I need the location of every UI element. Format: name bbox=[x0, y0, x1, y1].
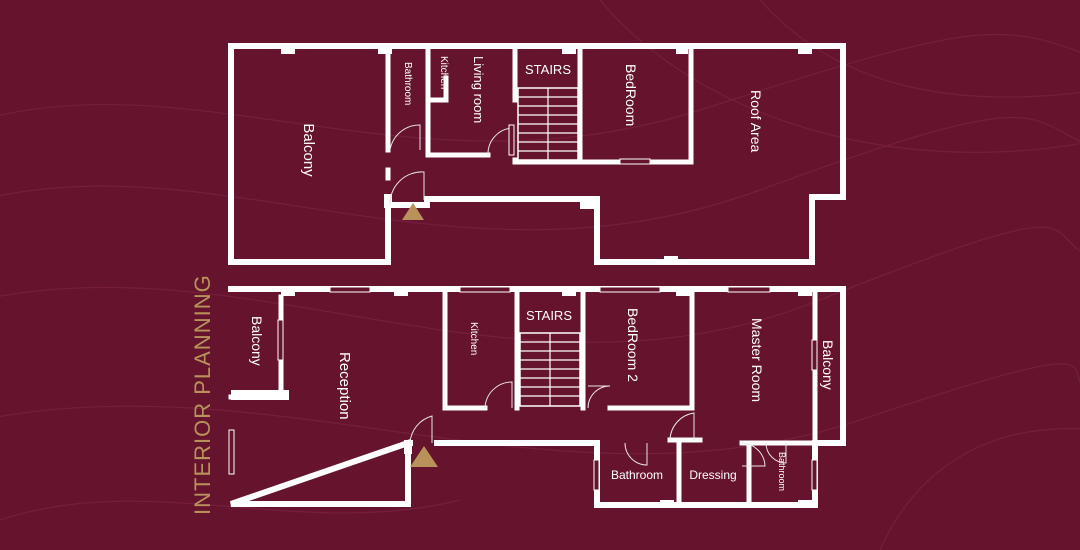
lower-balcony-right-label: Balcony bbox=[820, 340, 836, 390]
lower-floor-plan: Balcony Reception Kitchen STAIRS BedRoom… bbox=[228, 286, 846, 508]
lower-bathroom-1-label: Bathroom bbox=[611, 468, 663, 482]
lower-entry-marker bbox=[410, 446, 438, 467]
lower-master-room-label: Master Room bbox=[749, 318, 765, 402]
upper-stairs-label: STAIRS bbox=[525, 62, 571, 77]
lower-balcony-left-label: Balcony bbox=[249, 316, 265, 366]
lower-stairs-steps bbox=[519, 332, 581, 407]
lower-stairs-label: STAIRS bbox=[526, 308, 572, 323]
lower-reception-label: Reception bbox=[336, 352, 353, 420]
lower-bedroom-2-label: BedRoom 2 bbox=[625, 308, 641, 382]
upper-balcony-label: Balcony bbox=[300, 123, 317, 177]
lower-dressing-label: Dressing bbox=[689, 468, 736, 482]
lower-kitchen-label: Kitchen bbox=[468, 322, 479, 355]
upper-stairs-steps bbox=[517, 87, 579, 161]
lower-bathroom-2-label: Bathroom bbox=[777, 452, 787, 491]
interior-planning-title: INTERIOR PLANNING bbox=[190, 274, 215, 515]
upper-bathroom-label: Bathroom bbox=[402, 62, 413, 105]
upper-kitchen-label: Kitchen bbox=[438, 56, 449, 89]
upper-living-room-label: Living room bbox=[471, 56, 486, 123]
upper-entry-marker bbox=[402, 203, 424, 220]
upper-roof-area-label: Roof Area bbox=[748, 90, 764, 152]
upper-floor-plan: Balcony Bathroom Kitchen Living room STA… bbox=[228, 43, 846, 265]
upper-outer-wall bbox=[228, 43, 846, 265]
upper-bedroom-label: BedRoom bbox=[623, 64, 639, 126]
